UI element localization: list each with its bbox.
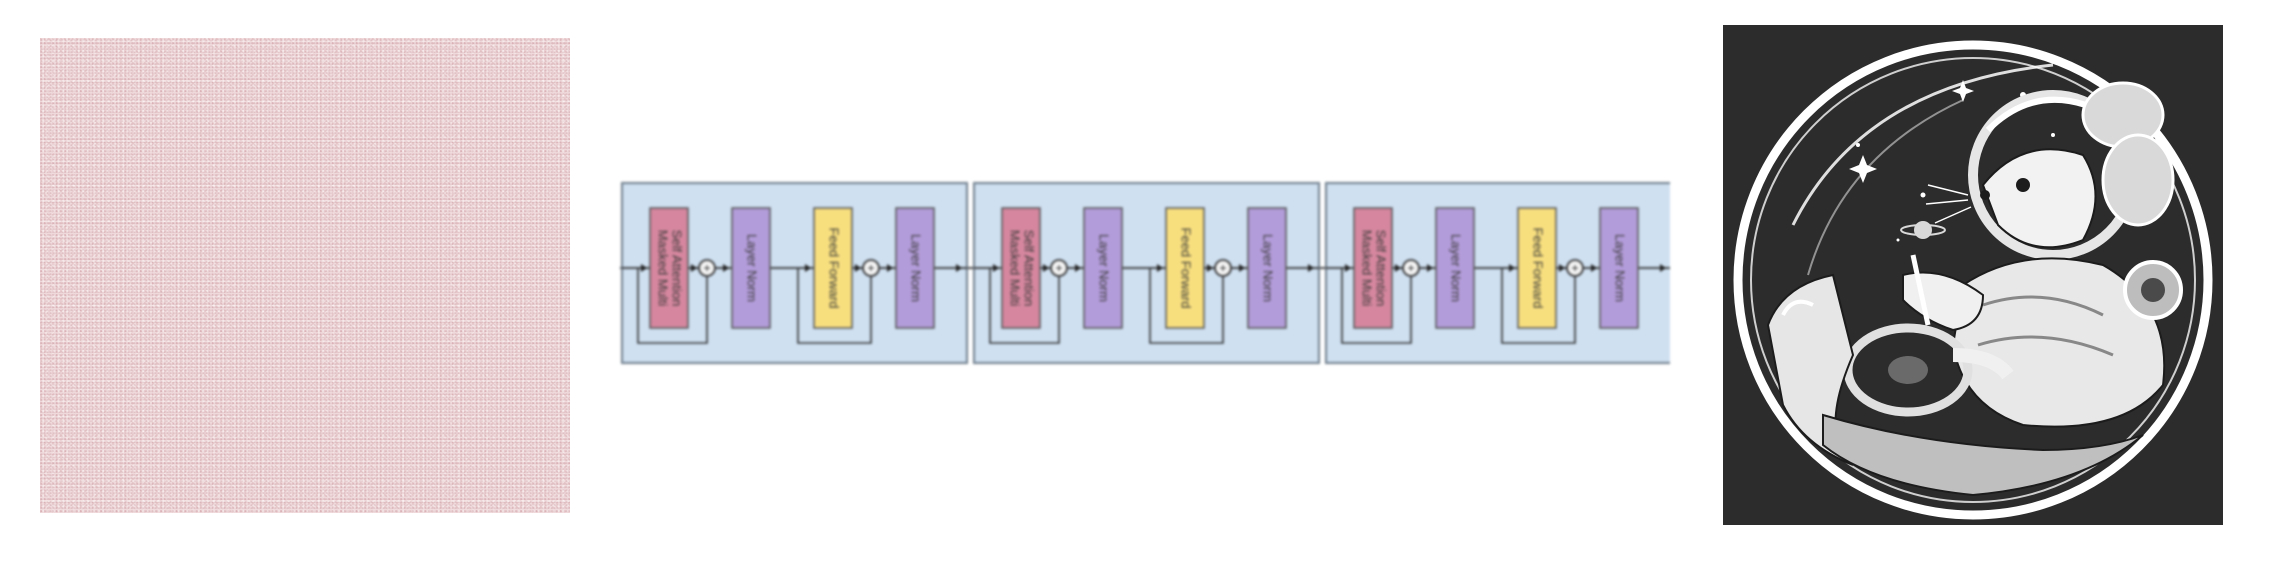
mouse-astronaut-illustration	[1723, 25, 2223, 525]
block-label: Layer Norm	[909, 234, 924, 302]
flow-arrow	[956, 264, 962, 272]
plus-sign: +	[703, 261, 710, 275]
flow-arrow	[1559, 264, 1565, 272]
flow-arrow	[1509, 264, 1515, 272]
block-label: Layer Norm	[1613, 234, 1628, 302]
flow-arrow	[641, 264, 647, 272]
layer-norm-box	[731, 207, 771, 329]
attention-box	[649, 207, 689, 329]
block-label: Feed Forward	[1179, 228, 1194, 309]
flow-arrow	[1157, 264, 1163, 272]
flow-arrow	[1591, 264, 1597, 272]
feed-forward-box	[1165, 207, 1205, 329]
mouse-spacesuit	[1951, 257, 2183, 428]
block-label: Self Attention	[1022, 230, 1037, 307]
flow-arrow	[1239, 264, 1245, 272]
mouse-arm	[1902, 254, 1985, 332]
block-label: Self Attention	[670, 230, 685, 307]
skip-connection	[637, 268, 708, 344]
flow-arrow	[855, 264, 861, 272]
block-label: Feed Forward	[1531, 228, 1546, 309]
noise-image-panel	[40, 38, 570, 513]
plus-sign: +	[1571, 261, 1578, 275]
block-label: Layer Norm	[745, 234, 760, 302]
plus-sign: +	[867, 261, 874, 275]
skip-connection	[1501, 268, 1576, 344]
layer-norm-box	[1247, 207, 1287, 329]
block-label: Layer Norm	[1449, 234, 1464, 302]
flow-arrow	[1075, 264, 1081, 272]
attention-box	[1001, 207, 1041, 329]
layer-norm-box	[1599, 207, 1639, 329]
flow-arrow	[1345, 264, 1351, 272]
layer-norm-box	[895, 207, 935, 329]
helmet-inner-ring	[1750, 57, 2196, 503]
flow-arrow	[1207, 264, 1213, 272]
block-label: Feed Forward	[827, 228, 842, 309]
layer-norm-box	[1435, 207, 1475, 329]
plus-sign: +	[1055, 261, 1062, 275]
mouse-ears	[2081, 81, 2175, 227]
block-label: Layer Norm	[1097, 234, 1112, 302]
flow-arrow	[1660, 264, 1666, 272]
flow-arrow	[691, 264, 697, 272]
plus-sign: +	[1219, 261, 1226, 275]
glass-glare	[1791, 63, 2054, 226]
feed-forward-box	[1517, 207, 1557, 329]
flow-arrow	[723, 264, 729, 272]
plus-sign: +	[1407, 261, 1414, 275]
skip-connection	[989, 268, 1060, 344]
feed-forward-box	[813, 207, 853, 329]
attention-box	[1353, 207, 1393, 329]
flow-arrow	[1043, 264, 1049, 272]
flow-arrow	[1308, 264, 1314, 272]
block-label: Self Attention	[1374, 230, 1389, 307]
skip-connection	[1149, 268, 1224, 344]
skip-connection	[1341, 268, 1412, 344]
steering-wheel	[1843, 323, 2014, 417]
mouse-head	[1925, 148, 2097, 249]
block-label: Masked Multi	[1008, 230, 1023, 307]
layer-norm-box	[1083, 207, 1123, 329]
mouse-astronaut-svg	[1733, 40, 2213, 520]
block-label: Layer Norm	[1261, 234, 1276, 302]
planet	[1900, 221, 1946, 239]
block-label: Masked Multi	[656, 230, 671, 307]
flow-arrow	[805, 264, 811, 272]
flow-arrow	[1427, 264, 1433, 272]
flow-arrow	[1395, 264, 1401, 272]
block-label: Masked Multi	[1360, 230, 1375, 307]
flow-arrow	[993, 264, 999, 272]
helmet-ring	[1733, 40, 2213, 520]
skip-connection	[797, 268, 872, 344]
cockpit-dashboard	[1766, 273, 2144, 497]
flow-arrow	[887, 264, 893, 272]
